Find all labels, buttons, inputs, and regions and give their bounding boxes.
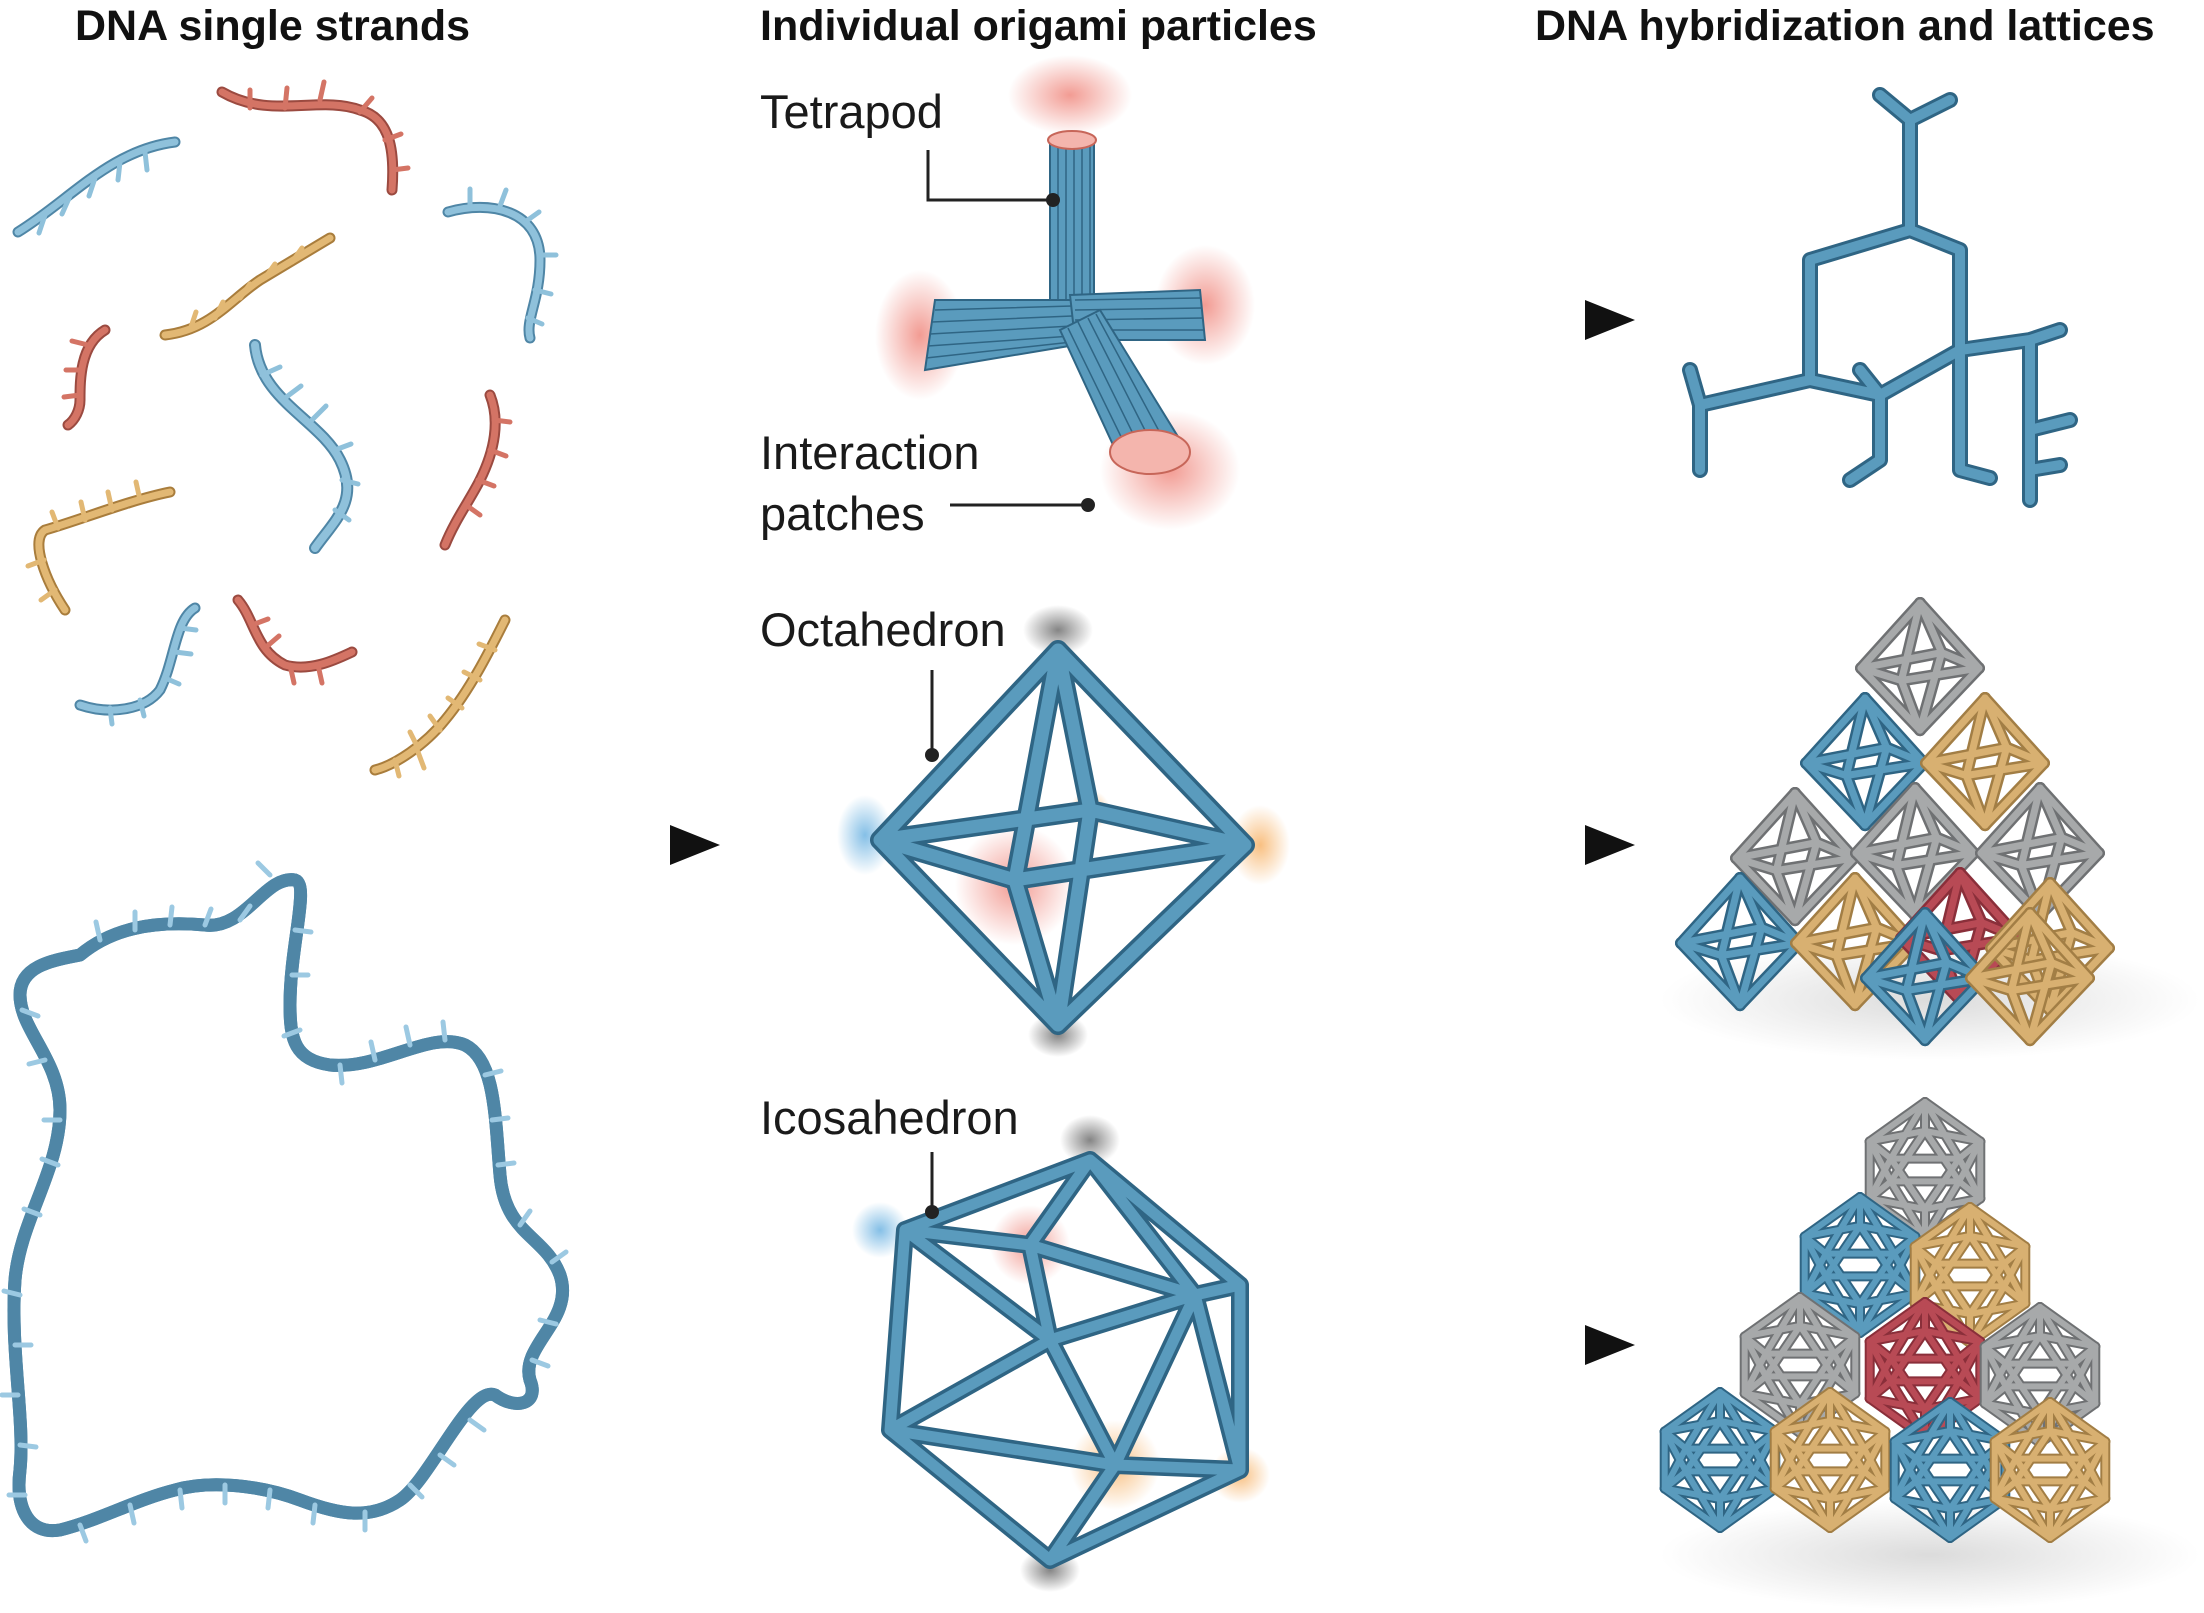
label-patches: patches xyxy=(760,487,925,540)
strand-red-4 xyxy=(232,594,358,686)
octahedron-cage-12 xyxy=(1965,907,2095,1047)
octahedron-particle xyxy=(837,605,1290,1057)
octahedron-cage-8 xyxy=(1790,872,1920,1012)
tetrapod-particle xyxy=(875,55,1255,530)
octahedron-lattice xyxy=(1660,597,2200,1060)
strand-blue-1 xyxy=(12,136,181,238)
label-icosahedron: Icosahedron xyxy=(760,1091,1019,1144)
strand-blue-4 xyxy=(74,602,201,727)
strand-red-3 xyxy=(439,389,513,551)
label-interaction: Interaction xyxy=(760,426,980,479)
column-title-strands: DNA single strands xyxy=(75,2,471,50)
strand-red-2 xyxy=(61,324,111,431)
icosahedron-cage-7 xyxy=(1659,1387,1781,1533)
octahedron-cage-7 xyxy=(1675,872,1805,1012)
octahedron-cage-2 xyxy=(1800,692,1930,832)
scaffold-strand xyxy=(0,860,566,1544)
tetrapod-leader xyxy=(926,150,1053,202)
tetrapod-lattice xyxy=(1682,87,2078,508)
column-title-lattices: DNA hybridization and lattices xyxy=(1535,2,2155,50)
octahedron-cage-1 xyxy=(1855,597,1985,737)
octahedron-cage-3 xyxy=(1920,692,2050,832)
icosahedron-cage-10 xyxy=(1989,1397,2111,1543)
octahedron-cage-4 xyxy=(1730,787,1860,927)
strand-tan-3 xyxy=(369,614,511,779)
icosahedron-cage-8 xyxy=(1769,1387,1891,1533)
icosahedron-particle xyxy=(852,1115,1270,1592)
icosahedron-lattice xyxy=(1659,1097,2200,1610)
strand-tan-2 xyxy=(25,479,176,616)
strand-tan-1 xyxy=(159,232,336,341)
arrows xyxy=(530,300,1635,1365)
column-title-particles: Individual origami particles xyxy=(760,2,1317,50)
strand-red-1 xyxy=(216,79,411,196)
strands-group xyxy=(0,79,566,1544)
strand-blue-3 xyxy=(249,339,361,554)
label-tetrapod: Tetrapod xyxy=(760,85,943,138)
strand-blue-2 xyxy=(442,186,559,344)
label-octahedron: Octahedron xyxy=(760,603,1006,656)
icosahedron-cage-2 xyxy=(1799,1192,1921,1338)
